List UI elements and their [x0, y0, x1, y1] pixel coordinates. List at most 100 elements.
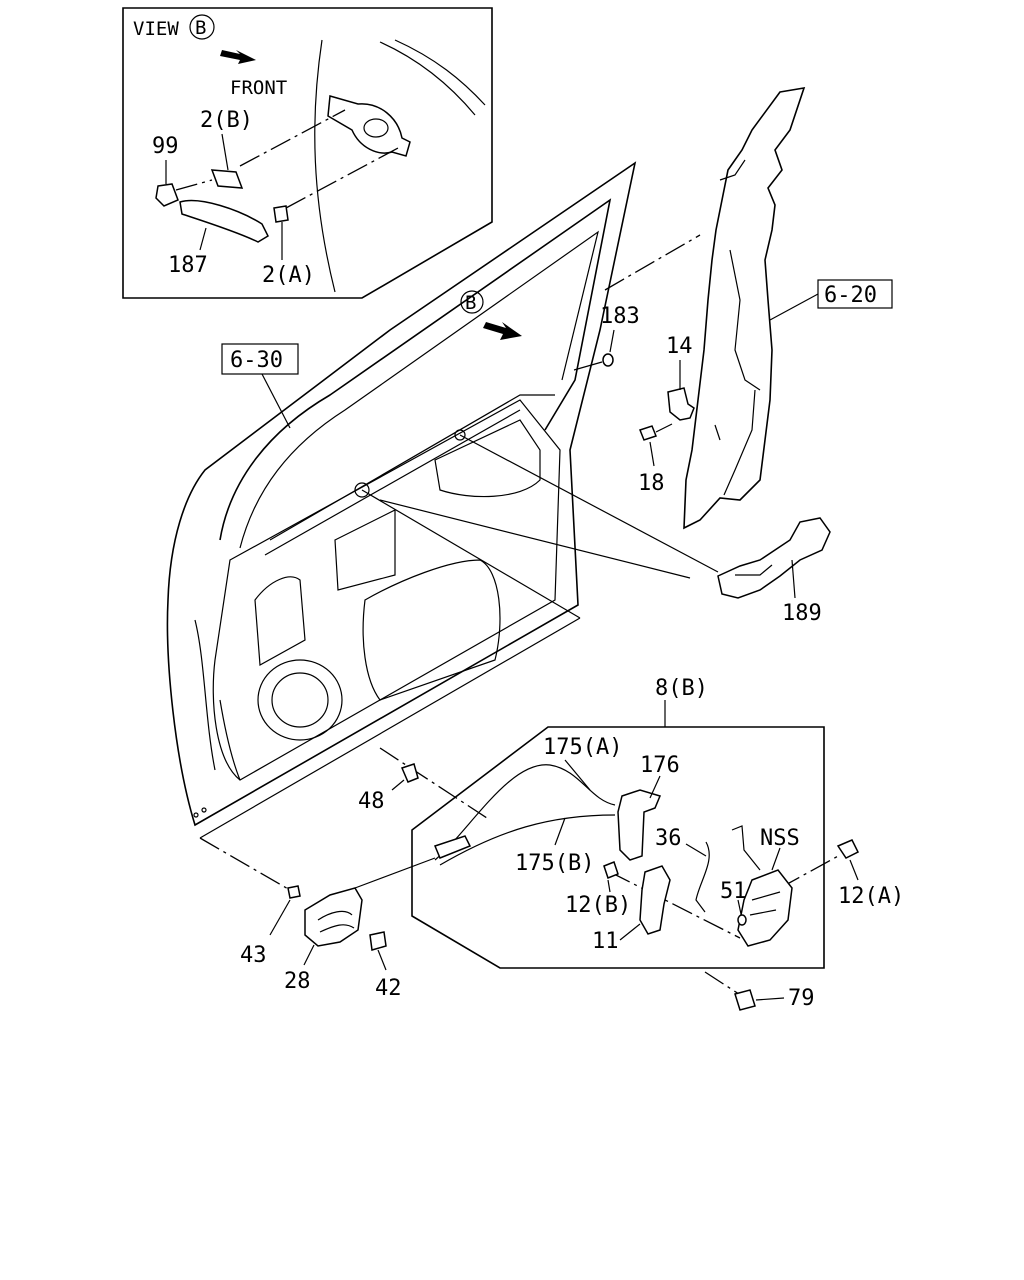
callout-189: 189 [782, 601, 822, 626]
grommet-183 [602, 353, 614, 367]
inset-leader-2b [239, 109, 346, 167]
door-to-lower-link [199, 617, 581, 839]
door-hole-a [354, 482, 370, 498]
inset-view-letter: B [195, 17, 206, 39]
handle-to-cable [354, 857, 436, 889]
callout-2b: 2(B) [200, 108, 253, 133]
handle-base-hole [363, 118, 389, 138]
outer-handle-187 [179, 199, 269, 243]
leader-nss [771, 847, 781, 871]
nss-rod [731, 825, 761, 871]
leader-187 [199, 227, 207, 251]
callout-51: 51 [720, 879, 747, 904]
leader-12a [849, 859, 859, 881]
callout-99: 99 [152, 134, 179, 159]
proj-line-43 [199, 837, 291, 891]
door-reinforcement-panel [683, 86, 806, 530]
leader-176 [649, 775, 661, 799]
cable-175a [434, 764, 616, 861]
screw-12a [836, 839, 860, 859]
callout-14: 14 [666, 334, 693, 359]
proj-line-48 [379, 747, 491, 821]
handle-base-plate [327, 95, 411, 157]
leader-175a [564, 759, 591, 791]
callout-175b: 175(B) [515, 851, 594, 876]
door-cutout-2 [334, 509, 396, 591]
rod-36 [695, 841, 710, 913]
leader-12b [607, 879, 611, 893]
callout-42: 42 [375, 976, 402, 1001]
main-view-circle [460, 290, 484, 314]
reinforcement-contour-3 [719, 159, 746, 181]
lever-176 [617, 789, 662, 861]
leader-18 [649, 441, 655, 467]
reinforcement-outline [683, 86, 806, 530]
leader-28 [303, 944, 315, 966]
proj-line-12a [779, 854, 841, 889]
callout-79: 79 [788, 986, 815, 1011]
callout-11: 11 [592, 929, 619, 954]
ref-6-30-box [221, 343, 299, 375]
callout-nss: NSS [760, 826, 800, 851]
ref-6-20: 6-20 [824, 283, 877, 308]
inset-window-line-1 [379, 41, 476, 116]
screw-18-shank [655, 423, 673, 433]
leader-43 [269, 899, 291, 936]
proj-line-12b [609, 871, 741, 939]
inside-handle-28 [304, 887, 363, 947]
door-outer-outline [166, 161, 637, 827]
callout-176: 176 [640, 753, 680, 778]
door-window-inner [239, 230, 599, 549]
inset-door-edge [314, 39, 336, 293]
callout-28: 28 [284, 969, 311, 994]
clip-48 [400, 763, 419, 783]
callout-43: 43 [240, 943, 267, 968]
leader-79 [755, 997, 785, 1001]
door-to-189-upper [379, 499, 691, 579]
leader-51 [737, 899, 742, 915]
main-view-letter: B [465, 292, 476, 314]
inset-front-label: FRONT [230, 77, 287, 99]
callout-12a: 12(A) [838, 884, 904, 909]
inside-handle-detail [317, 910, 355, 933]
reinforcement-contour-2 [723, 389, 756, 496]
bolt-79 [734, 989, 756, 1011]
inset-window-line-2 [394, 39, 486, 106]
door-cutout-4 [362, 559, 501, 701]
actuator-detail [749, 891, 781, 916]
cap-99 [155, 183, 179, 207]
lock-frame-8b [411, 726, 825, 969]
door-hole-b [454, 429, 466, 441]
screw-18 [639, 425, 657, 441]
inset-frame [122, 7, 493, 299]
door-cutout-1 [254, 576, 306, 666]
pad-2b [210, 169, 244, 189]
door-front-edge-inner [194, 619, 216, 771]
leader-175b [554, 817, 566, 846]
door-beltline [269, 394, 555, 541]
inner-handle-assembly-189 [717, 517, 831, 599]
door-panel [166, 161, 637, 827]
inset-leader-99 [175, 179, 213, 191]
leader-11 [619, 923, 641, 941]
inset-view-b: VIEW B FRONT 99 2(B) 187 2(A) [122, 7, 493, 299]
leader-189 [791, 559, 796, 599]
inset-leader-2a [285, 147, 399, 209]
callout-36: 36 [655, 826, 682, 851]
door-speaker-opening [257, 659, 343, 741]
ref-6-20-leader [769, 293, 819, 321]
callout-8b: 8(B) [655, 676, 708, 701]
inset-view-circle [189, 14, 215, 40]
door-pin-a [193, 812, 199, 818]
inset-view-prefix: VIEW [133, 18, 179, 40]
ref-6-30-leader [261, 373, 291, 429]
ref-6-30: 6-30 [230, 348, 283, 373]
leader-48 [391, 779, 405, 791]
door-speaker-inner [271, 672, 329, 728]
screw-12b [603, 861, 619, 879]
door-beltline-2 [264, 409, 521, 556]
leader-183 [609, 329, 615, 353]
hole-b-link [459, 434, 719, 573]
cable-175b [439, 814, 616, 866]
